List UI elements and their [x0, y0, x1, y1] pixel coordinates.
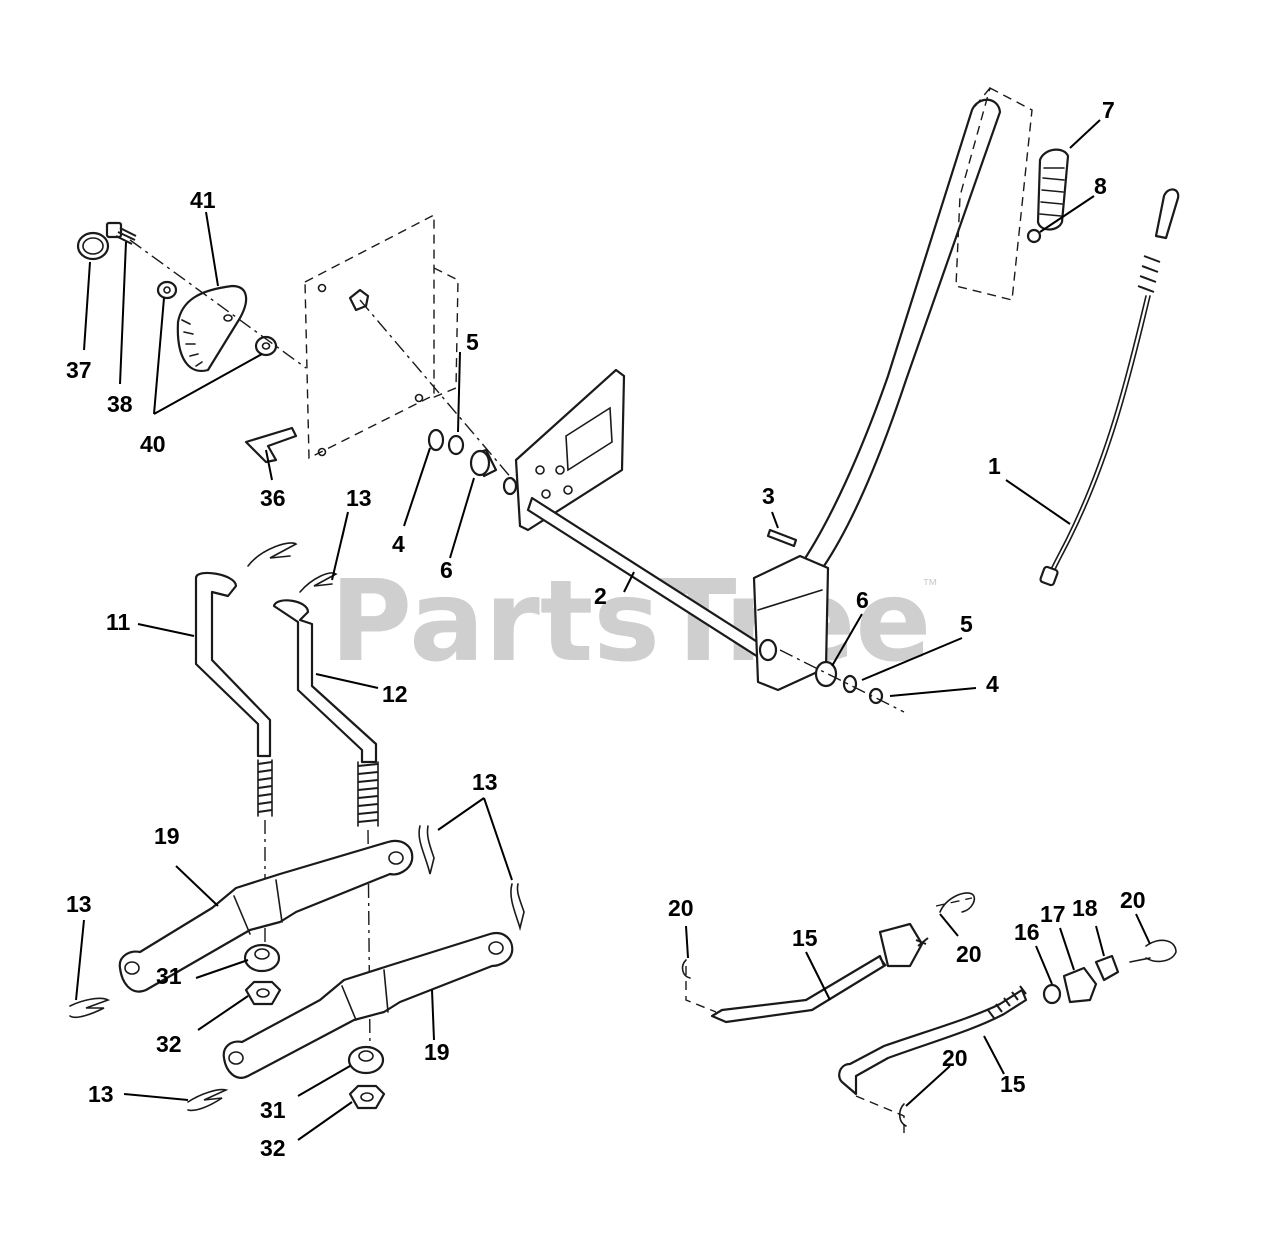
arm-19-upper: [118, 839, 414, 993]
cable-1: [1039, 188, 1180, 587]
washer-40-upper: [156, 280, 178, 300]
callout-3: 3: [762, 483, 775, 509]
bushing-31-upper: [243, 943, 281, 973]
ball-8: [1026, 228, 1042, 244]
screw-38: [105, 221, 137, 245]
callout-19-upper: 19: [154, 823, 180, 849]
callout-8: 8: [1094, 173, 1107, 199]
bracket-plate: [514, 368, 626, 532]
washer-16: [1042, 983, 1062, 1005]
block-17: [1062, 966, 1098, 1004]
callout-41: 41: [190, 187, 216, 213]
knob-41: [176, 284, 248, 373]
callout-17: 17: [1040, 901, 1066, 927]
bushing-6-upper: [469, 448, 498, 478]
callout-4-lower: 4: [986, 671, 999, 697]
callout-37: 37: [66, 357, 92, 383]
watermark-trademark: ™: [922, 577, 938, 594]
hairpin-13-mid-a: [418, 825, 435, 875]
callout-11: 11: [106, 609, 131, 635]
rod-15-lower: [838, 985, 1028, 1096]
hairpin-13-top-b: [299, 572, 338, 593]
hairpin-13-mid-b: [510, 883, 525, 932]
callout-1: 1: [988, 453, 1001, 479]
callout-40: 40: [140, 431, 166, 457]
callout-19-lower: 19: [424, 1039, 450, 1065]
callout-6-upper: 6: [440, 557, 453, 583]
callout-20-bottom: 20: [942, 1045, 968, 1071]
hairpin-13-top-a: [247, 542, 298, 567]
callout-20-left: 20: [668, 895, 694, 921]
ring-37: [76, 231, 110, 261]
lift-lever: [752, 98, 1002, 692]
pin-20-right: [1129, 939, 1177, 963]
callout-31-lower: 31: [260, 1097, 286, 1123]
callout-32-lower: 32: [260, 1135, 286, 1161]
nut-32-lower: [348, 1084, 386, 1110]
callout-32-upper: 32: [156, 1031, 182, 1057]
rod-15-upper: [710, 922, 929, 1024]
arm-19-lower: [222, 932, 514, 1079]
hairpin-13-left: [69, 997, 111, 1019]
washer-40-lower: [254, 335, 278, 357]
callout-4-upper: 4: [392, 531, 405, 557]
link-12: [272, 599, 379, 827]
callout-16: 16: [1014, 919, 1040, 945]
callout-15-upper: 15: [792, 925, 818, 951]
nut-32-upper: [244, 980, 282, 1006]
callout-18: 18: [1072, 895, 1098, 921]
callout-5-lower: 5: [960, 611, 973, 637]
callout-12: 12: [382, 681, 408, 707]
callout-13-left: 13: [66, 891, 92, 917]
callout-31-upper: 31: [156, 963, 182, 989]
callout-20-right: 20: [1120, 887, 1146, 913]
callout-2: 2: [594, 583, 607, 609]
link-11: [194, 571, 273, 817]
callout-6-lower: 6: [856, 587, 869, 613]
nut-18: [1094, 954, 1120, 982]
hairpin-13-bottom: [187, 1088, 229, 1112]
grip-7: [1036, 148, 1070, 231]
callout-13-top: 13: [346, 485, 372, 511]
callout-38: 38: [107, 391, 133, 417]
callout-7: 7: [1102, 97, 1115, 123]
pin-3: [766, 528, 798, 548]
callout-20-mid: 20: [956, 941, 982, 967]
bushing-31-lower: [347, 1045, 385, 1075]
callout-15-lower: 15: [1000, 1071, 1026, 1097]
callout-13-bottom: 13: [88, 1081, 114, 1107]
callout-5-upper: 5: [466, 329, 479, 355]
bushing-6-lower: [814, 660, 838, 688]
callout-13-mid: 13: [472, 769, 498, 795]
callout-36: 36: [260, 485, 286, 511]
